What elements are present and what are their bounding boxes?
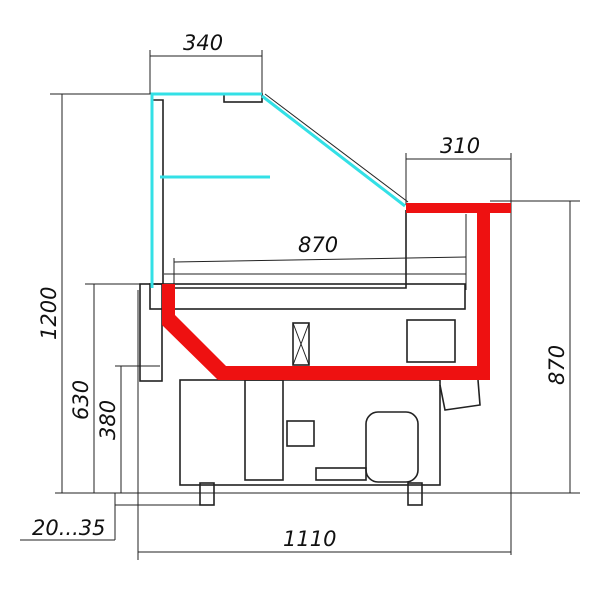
glass-panels (150, 92, 406, 288)
dim-counter-height: 870 (545, 345, 569, 385)
dim-display-depth: 870 (298, 233, 338, 257)
dim-total-width: 1110 (283, 527, 336, 551)
dim-bottom-height: 380 (96, 400, 120, 440)
dim-counter-width: 310 (440, 134, 480, 158)
case-body (139, 93, 481, 506)
insulation (162, 203, 511, 380)
dim-base-height: 630 (69, 380, 93, 420)
dim-total-height: 1200 (37, 287, 61, 340)
dim-top-width: 340 (183, 31, 223, 55)
dim-foot-adjust: 20...35 (32, 516, 105, 540)
dimension-lines (20, 50, 580, 560)
